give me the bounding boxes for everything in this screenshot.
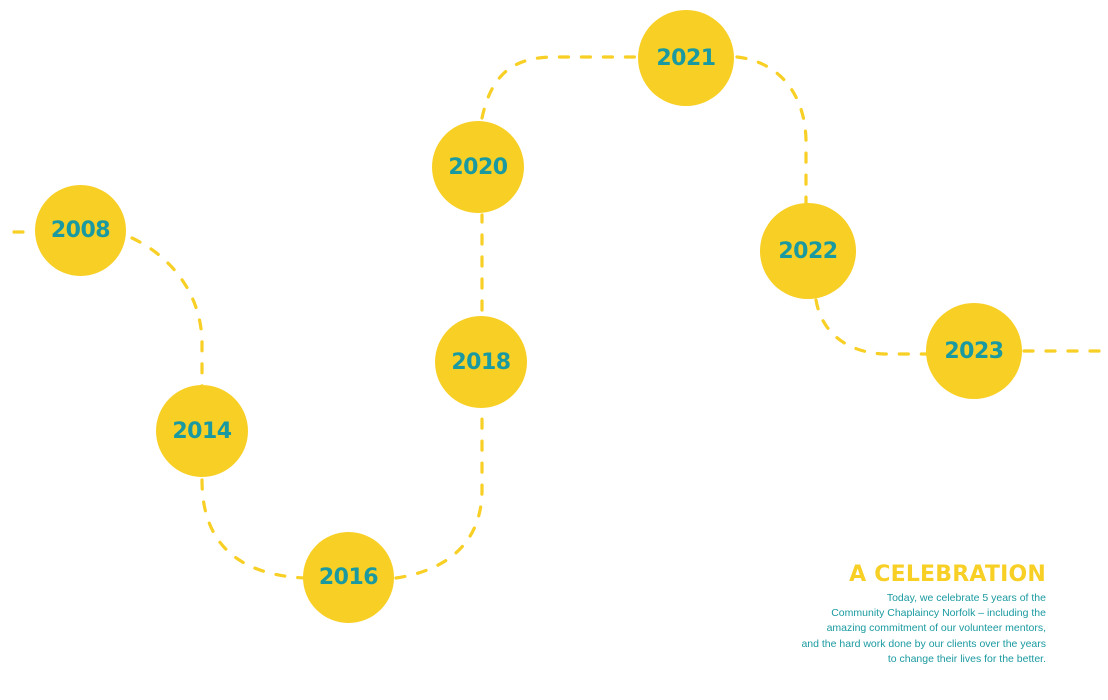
milestone-year: 2016 (318, 565, 379, 590)
milestone-2020: 2020 (432, 121, 524, 213)
milestone-2022: 2022 (760, 203, 856, 299)
milestone-year: 2020 (448, 154, 508, 180)
caption-title: A CELEBRATION (849, 562, 1046, 587)
milestone-year: 2023 (944, 338, 1004, 364)
milestone-2016: 2016 (303, 532, 394, 623)
milestone-year: 2021 (656, 45, 716, 71)
milestone-year: 2008 (50, 218, 111, 243)
milestone-year: 2014 (172, 418, 232, 444)
milestone-year: 2018 (451, 349, 511, 375)
milestone-2008: 2008 (35, 185, 126, 276)
milestone-2023: 2023 (926, 303, 1022, 399)
caption-body: Today, we celebrate 5 years of the Commu… (801, 592, 1046, 665)
celebration-caption: A CELEBRATION Today, we celebrate 5 year… (726, 562, 1046, 667)
milestone-2021: 2021 (638, 10, 734, 106)
milestone-2018: 2018 (435, 316, 527, 408)
milestone-2014: 2014 (156, 385, 248, 477)
milestone-year: 2022 (778, 238, 838, 264)
